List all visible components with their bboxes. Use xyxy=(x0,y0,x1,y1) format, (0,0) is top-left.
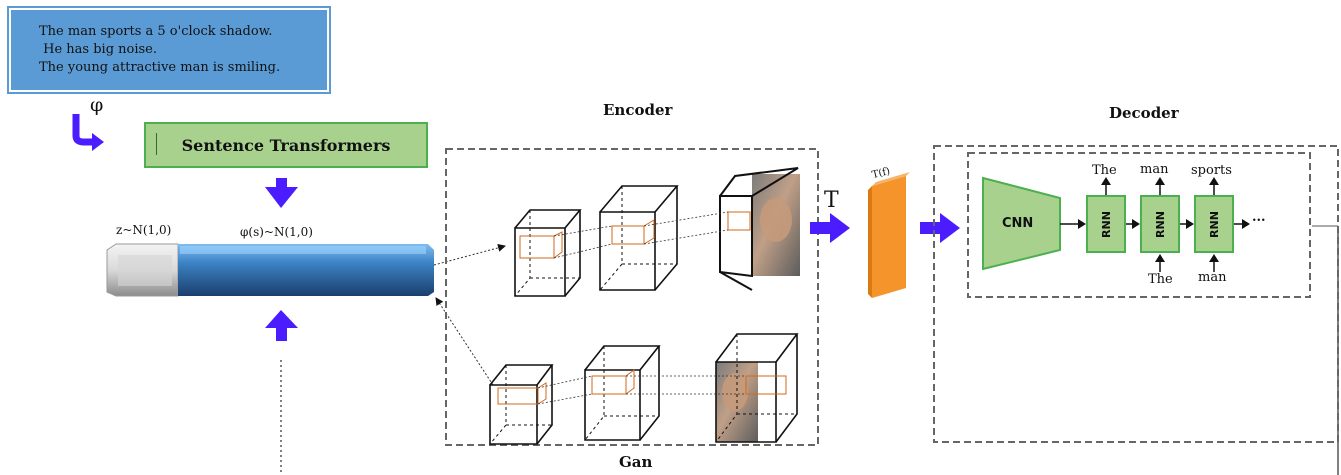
gan-connect-lines xyxy=(537,375,746,405)
decoder-box xyxy=(933,145,1339,443)
ellipsis: ... xyxy=(1252,210,1266,225)
up-arrow xyxy=(265,310,298,341)
encoder-box xyxy=(445,148,819,446)
rnn-output-word: sports xyxy=(1191,163,1232,178)
decoder-inner-box xyxy=(967,152,1311,298)
transform-symbol: T xyxy=(824,188,839,213)
decoder-input-arrow xyxy=(920,213,960,243)
encoder-connect-lines xyxy=(553,211,729,259)
gan-cube-3 xyxy=(715,333,799,443)
rnn-label: RNN xyxy=(1099,210,1113,238)
rnn-output-word: The xyxy=(1092,163,1117,178)
encoder-cube-2 xyxy=(599,185,679,291)
sentence-line: He has big noise. xyxy=(39,42,158,57)
latent-bar xyxy=(106,243,434,297)
gan-cube-1 xyxy=(489,364,554,445)
encoder-cube-3 xyxy=(719,167,800,291)
rnn-block: RNN xyxy=(1194,195,1234,253)
embedding-label: φ(s)~N(1,0) xyxy=(240,225,313,239)
encoder-title: Encoder xyxy=(603,101,673,119)
phi-symbol: φ xyxy=(90,94,104,116)
gan-cube-2 xyxy=(584,345,661,441)
noise-label: z~N(1,0) xyxy=(116,223,172,237)
input-sentences-box: The man sports a 5 o'clock shadow. He ha… xyxy=(7,6,331,94)
gan-title: Gan xyxy=(619,453,653,471)
decoder-flow-arrows xyxy=(1060,177,1250,272)
rnn-input-word: man xyxy=(1198,270,1227,285)
down-arrow xyxy=(265,178,298,208)
sentence-line: The young attractive man is smiling. xyxy=(39,60,281,75)
phi-arrow xyxy=(72,114,104,151)
rnn-block: RNN xyxy=(1086,195,1126,253)
rnn-block: RNN xyxy=(1140,195,1180,253)
rnn-label: RNN xyxy=(1153,210,1167,238)
encoder-cube-1 xyxy=(514,209,582,297)
sentence-line: The man sports a 5 o'clock shadow. xyxy=(39,24,273,39)
cnn-label: CNN xyxy=(1002,216,1034,231)
rnn-input-word: The xyxy=(1148,272,1173,287)
sentence-transformers-block: Sentence Transformers xyxy=(144,122,428,168)
transform-arrow xyxy=(810,213,850,243)
rnn-label: RNN xyxy=(1207,210,1221,238)
text-caret xyxy=(156,133,157,155)
feature-slab xyxy=(868,172,910,298)
bar-to-networks-lines xyxy=(433,243,506,386)
decoder-title: Decoder xyxy=(1109,104,1179,122)
rnn-output-word: man xyxy=(1140,162,1169,177)
sentence-transformers-label: Sentence Transformers xyxy=(181,135,391,155)
cnn-block xyxy=(982,176,1061,271)
